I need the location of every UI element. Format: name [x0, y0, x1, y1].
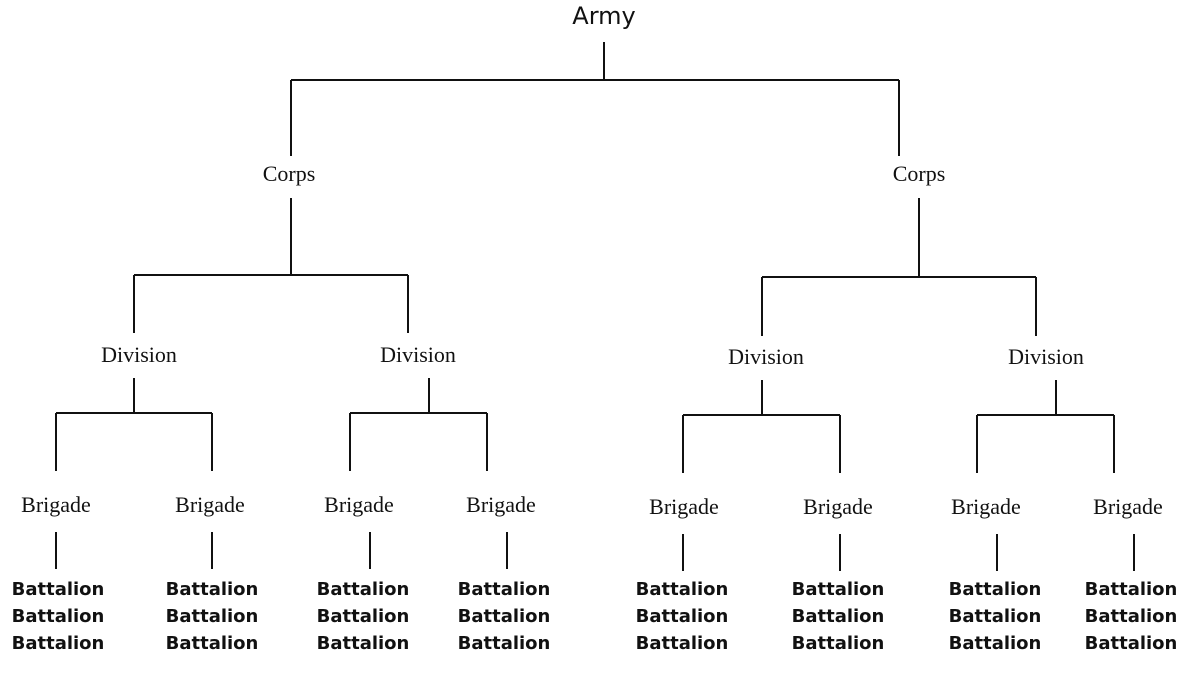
- battalion-label: Battalion: [316, 606, 410, 627]
- battalion-label: Battalion: [1084, 633, 1178, 654]
- brigade-label-1: Brigade: [21, 492, 91, 517]
- battalion-label: Battalion: [635, 606, 729, 627]
- battalion-label: Battalion: [165, 606, 259, 627]
- corps-label-2: Corps: [892, 161, 946, 186]
- battalion-label: Battalion: [791, 606, 885, 627]
- brigade-label-3: Brigade: [324, 492, 394, 517]
- division-label-1: Division: [101, 342, 177, 367]
- battalion-label: Battalion: [457, 606, 551, 627]
- battalion-label: Battalion: [11, 633, 105, 654]
- battalion-label: Battalion: [948, 633, 1042, 654]
- battalion-list-7: Battalion Battalion Battalion: [949, 576, 1042, 657]
- battalion-label: Battalion: [791, 579, 885, 600]
- brigade-label-5: Brigade: [649, 494, 719, 519]
- battalion-label: Battalion: [316, 633, 410, 654]
- battalion-label: Battalion: [1084, 606, 1178, 627]
- battalion-label: Battalion: [635, 579, 729, 600]
- brigade-label-7: Brigade: [951, 494, 1021, 519]
- battalion-label: Battalion: [1084, 579, 1178, 600]
- battalion-label: Battalion: [948, 579, 1042, 600]
- division-label-2: Division: [380, 342, 456, 367]
- brigade-label-4: Brigade: [466, 492, 536, 517]
- battalion-label: Battalion: [457, 579, 551, 600]
- battalion-label: Battalion: [165, 579, 259, 600]
- brigade-label-2: Brigade: [175, 492, 245, 517]
- battalion-label: Battalion: [11, 606, 105, 627]
- brigade-label-6: Brigade: [803, 494, 873, 519]
- corps-label-1: Corps: [262, 161, 316, 186]
- battalion-label: Battalion: [791, 633, 885, 654]
- battalion-list-5: Battalion Battalion Battalion: [636, 576, 729, 657]
- division-label-3: Division: [728, 344, 804, 369]
- battalion-label: Battalion: [11, 579, 105, 600]
- battalion-list-2: Battalion Battalion Battalion: [166, 576, 259, 657]
- battalion-label: Battalion: [316, 579, 410, 600]
- brigade-label-8: Brigade: [1093, 494, 1163, 519]
- battalion-list-1: Battalion Battalion Battalion: [12, 576, 105, 657]
- battalion-list-4: Battalion Battalion Battalion: [458, 576, 551, 657]
- battalion-label: Battalion: [457, 633, 551, 654]
- army-label: Army: [572, 2, 636, 30]
- battalion-list-3: Battalion Battalion Battalion: [317, 576, 410, 657]
- battalion-list-8: Battalion Battalion Battalion: [1085, 576, 1178, 657]
- division-label-4: Division: [1008, 344, 1084, 369]
- battalion-label: Battalion: [165, 633, 259, 654]
- battalion-label: Battalion: [948, 606, 1042, 627]
- battalion-label: Battalion: [635, 633, 729, 654]
- battalion-list-6: Battalion Battalion Battalion: [792, 576, 885, 657]
